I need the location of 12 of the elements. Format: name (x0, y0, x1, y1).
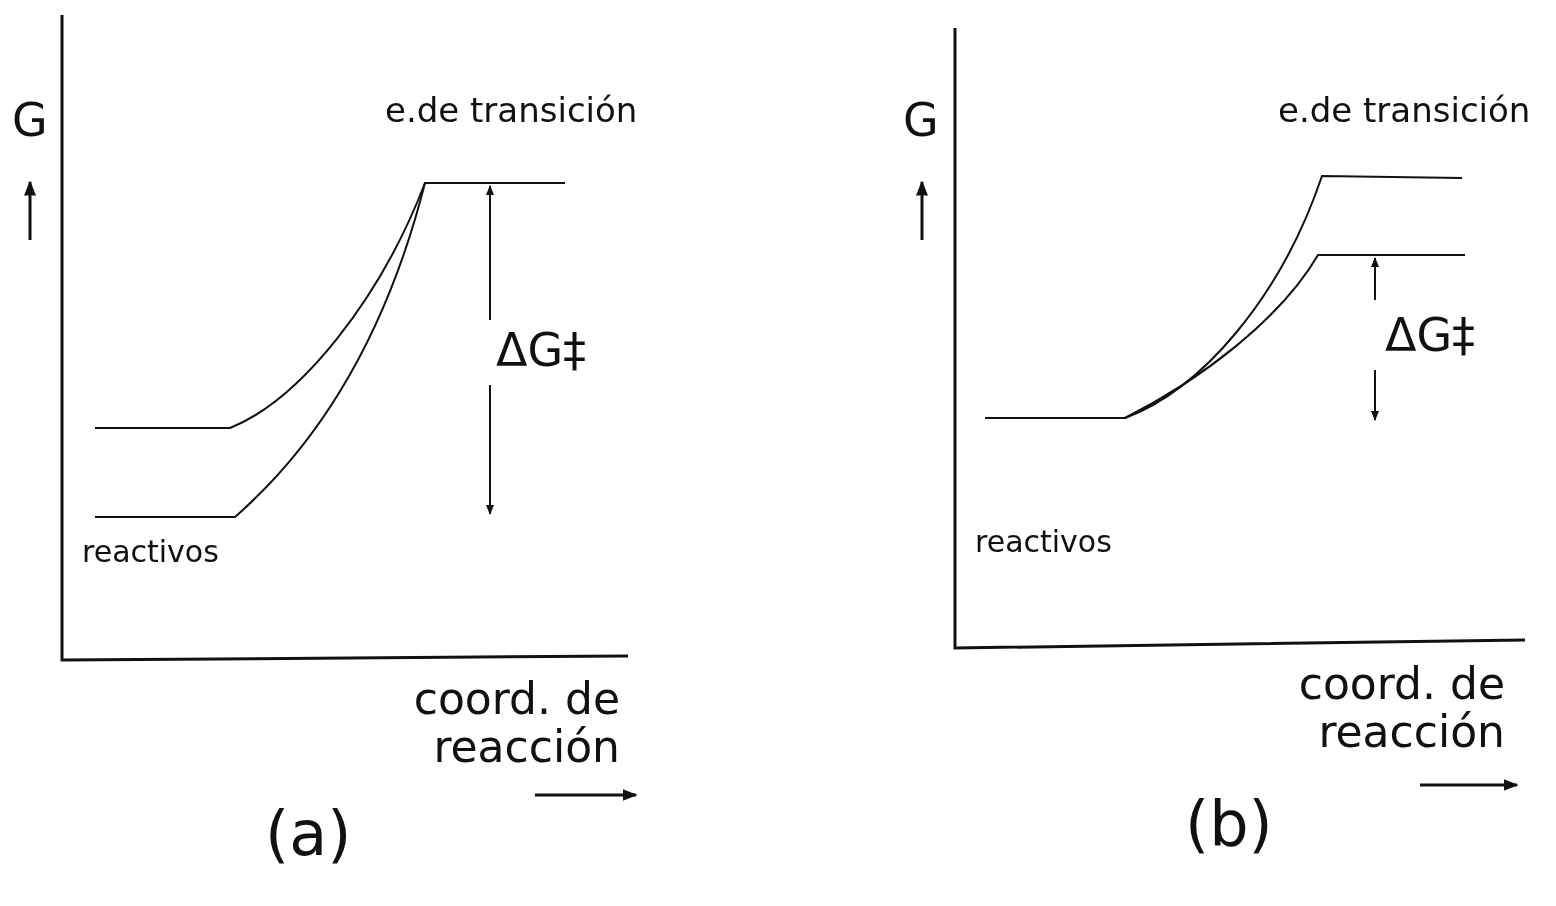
axis-label: coord. de reacción (412, 675, 620, 772)
axis-label: G (903, 95, 939, 146)
panel-label: (b) (1185, 790, 1273, 859)
state-label: reactivos (82, 535, 219, 568)
axis-label: coord. de reacción (1297, 660, 1505, 757)
state-label: e.de transición (1278, 92, 1531, 130)
state-label: reactivos (975, 525, 1112, 558)
panel-label: (a) (265, 800, 352, 869)
state-label: e.de transición (385, 92, 638, 130)
axis-label: G (12, 95, 48, 146)
energy-label: ΔG‡ (496, 325, 587, 376)
energy-label: ΔG‡ (1385, 310, 1476, 361)
